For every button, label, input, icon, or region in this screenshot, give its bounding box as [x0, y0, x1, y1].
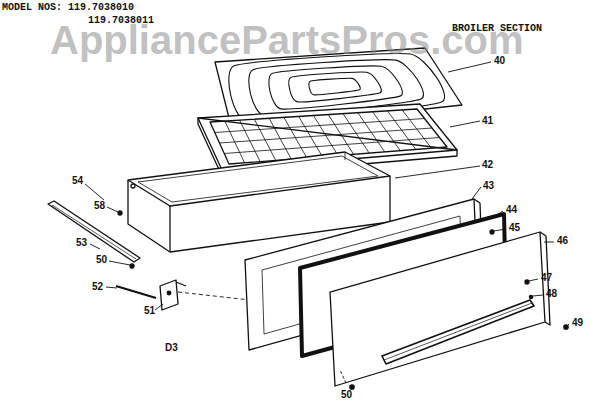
callout-number: 46 [557, 236, 568, 246]
screws [118, 211, 568, 389]
callout-number: 40 [494, 56, 505, 66]
model-number: MODEL NOS: 119.7038010 [2, 3, 134, 13]
callout-number: 47 [541, 273, 552, 283]
door-front-panel [330, 232, 550, 386]
bracket [160, 280, 186, 310]
callout-number: 43 [483, 181, 494, 191]
callout-number: 52 [92, 282, 103, 292]
slide-rail [48, 201, 140, 262]
callout-number: 48 [546, 289, 557, 299]
section-title: BROILER SECTION [452, 24, 542, 34]
callout-number: 50 [96, 255, 107, 265]
callout-number: 42 [482, 160, 493, 170]
callout-number: 41 [482, 116, 493, 126]
callout-number: 53 [76, 238, 87, 248]
callout-number: 44 [506, 205, 517, 215]
callout-number: 45 [509, 223, 520, 233]
spring [116, 286, 156, 298]
callout-number: 54 [72, 176, 83, 186]
diagram-code: D3 [165, 343, 178, 353]
callout-number: 49 [572, 318, 583, 328]
leader-lines [85, 62, 569, 383]
callout-number: 58 [94, 201, 105, 211]
callout-number: 50 [341, 390, 352, 400]
callout-number: 51 [144, 306, 155, 316]
